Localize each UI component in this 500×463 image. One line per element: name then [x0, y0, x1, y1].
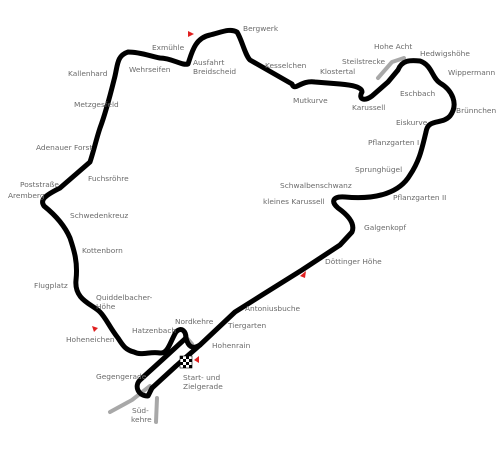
label-quiddelbacher-1: Quiddelbacher-: [96, 293, 153, 302]
label-schwalbenschwanz: Schwalbenschwanz: [280, 181, 352, 190]
label-hoheneichen: Hoheneichen: [66, 335, 115, 344]
label-steilstrecke: Steilstrecke: [342, 57, 385, 66]
label-poststrasse: Poststraße: [20, 180, 59, 189]
old-section-suedschleife: [108, 384, 152, 414]
checkered-flag-icon: [179, 355, 193, 369]
label-quiddelbacher-2: Höhe: [96, 302, 116, 311]
label-fuchsroehre: Fuchsröhre: [88, 174, 129, 183]
label-adenauer-forst: Adenauer Forst: [36, 143, 92, 152]
label-wehrseifen: Wehrseifen: [129, 65, 171, 74]
label-schwedenkreuz: Schwedenkreuz: [70, 211, 128, 220]
label-hatzenbach: Hatzenbach: [132, 326, 176, 335]
label-suedkehre-1: Süd-: [132, 406, 149, 415]
label-metzgesfeld: Metzgesfeld: [74, 100, 119, 109]
label-ausfahrt-2: Breidscheid: [193, 67, 236, 76]
label-kallenhard: Kallenhard: [68, 69, 108, 78]
label-bruennchen: Brünnchen: [456, 106, 496, 115]
label-gegengerade: Gegengerade: [96, 372, 147, 381]
label-kesselchen: Kesselchen: [265, 61, 307, 70]
label-mutkurve: Mutkurve: [293, 96, 328, 105]
start-finish-straight: [149, 342, 203, 391]
label-antoniusbuche: Antoniusbuche: [245, 304, 301, 313]
label-exmuehle: Exmühle: [152, 43, 185, 52]
label-start-ziel-2: Zielgerade: [183, 382, 223, 391]
nordschleife-track: [40, 27, 457, 357]
label-karussell: Karussell: [352, 103, 385, 112]
label-hohenrain: Hohenrain: [212, 341, 251, 350]
label-hohe-acht: Hohe Acht: [374, 42, 412, 51]
label-kottenborn: Kottenborn: [82, 246, 123, 255]
label-ausfahrt-1: Ausfahrt: [193, 58, 224, 67]
label-kleines-karussell: kleines Karussell: [263, 197, 325, 206]
old-section-suedkehre: [154, 396, 159, 424]
label-doettinger-hoehe: Döttinger Höhe: [325, 257, 382, 266]
label-flugplatz: Flugplatz: [34, 281, 68, 290]
red-triangle-icon: [194, 356, 199, 363]
label-wippermann: Wippermann: [448, 68, 495, 77]
label-pflanzgarten-2: Pflanzgarten II: [393, 193, 446, 202]
label-suedkehre-2: kehre: [131, 415, 152, 424]
red-triangle-icon: [188, 31, 194, 37]
label-eschbach: Eschbach: [400, 89, 436, 98]
label-aremberg: Aremberg: [8, 191, 45, 200]
label-hedwigshoehe: Hedwigshöhe: [420, 49, 470, 58]
label-pflanzgarten-1: Pflanzgarten I: [368, 138, 419, 147]
back-straight: [134, 335, 189, 399]
red-triangle-icon: [92, 326, 98, 332]
label-nordkehre: Nordkehre: [175, 317, 214, 326]
label-sprunghuegel: Sprunghügel: [355, 165, 402, 174]
label-start-ziel-1: Start- und: [183, 373, 220, 382]
label-klostertal: Klostertal: [320, 67, 355, 76]
label-bergwerk: Bergwerk: [243, 24, 279, 33]
label-galgenkopf: Galgenkopf: [364, 223, 406, 232]
red-triangle-icon: [300, 271, 306, 278]
old-section-steilstrecke: [376, 56, 406, 80]
label-eiskurve: Eiskurve: [396, 118, 428, 127]
label-tiergarten: Tiergarten: [227, 321, 266, 330]
